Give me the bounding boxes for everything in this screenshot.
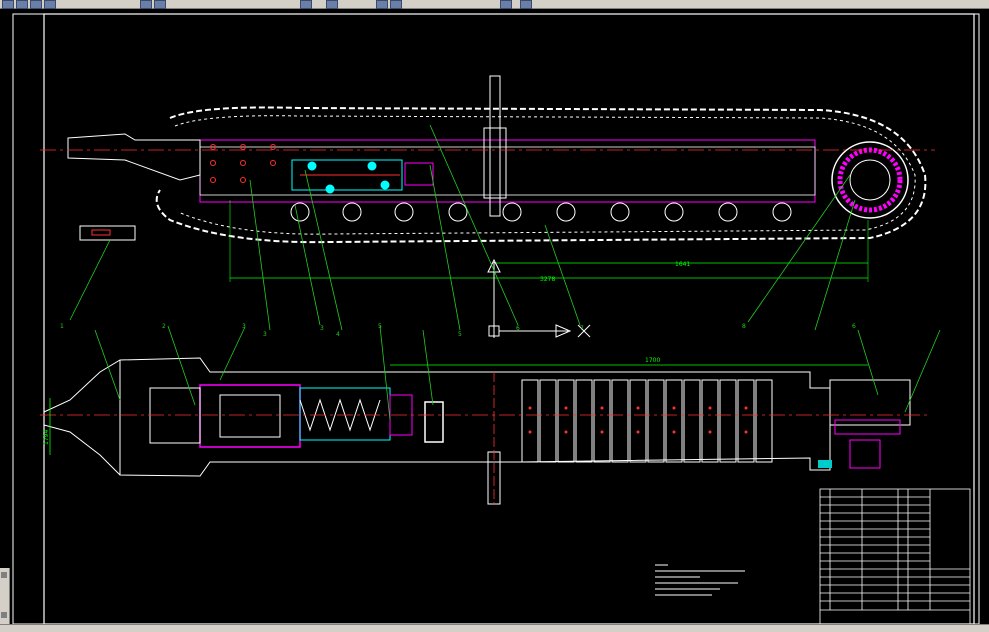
print-icon[interactable] <box>44 0 56 9</box>
properties-icon[interactable] <box>390 0 402 9</box>
svg-text:5: 5 <box>378 323 382 330</box>
section-view: 1700 1794 2 3 5 6 <box>40 323 941 505</box>
pan-icon[interactable] <box>326 0 338 9</box>
redo-icon[interactable] <box>154 0 166 9</box>
svg-text:7: 7 <box>580 325 584 332</box>
undo-icon[interactable] <box>140 0 152 9</box>
title-block <box>819 488 971 625</box>
spring <box>299 398 381 432</box>
layer-icon[interactable] <box>376 0 388 9</box>
dim-label-overall: 3278 <box>540 276 555 283</box>
callout-labels-top: 1 3 3 4 5 6 7 8 <box>60 323 746 338</box>
vertical-scrollbar[interactable] <box>0 568 10 624</box>
scroll-up-icon[interactable] <box>1 572 7 578</box>
svg-text:3: 3 <box>263 331 267 338</box>
leader-lines-front <box>94 325 941 421</box>
inner-border <box>43 13 975 625</box>
svg-text:1: 1 <box>60 323 64 330</box>
track-chain-inner <box>174 115 916 235</box>
cad-canvas[interactable]: 1641 3278 1 3 3 4 5 6 7 <box>0 9 989 631</box>
section-outline <box>43 357 831 477</box>
callout-labels-front: 2 3 5 6 <box>162 323 856 330</box>
drive-motor <box>829 379 911 426</box>
dim-label-track-span: 1641 <box>675 261 690 268</box>
tension-block <box>79 225 136 241</box>
tension-cylinder <box>291 159 403 194</box>
technical-notes <box>655 564 745 596</box>
crawler-track-view: 1641 3278 1 3 3 4 5 6 7 <box>40 75 935 338</box>
drive-sprocket <box>831 141 909 219</box>
save-icon[interactable] <box>30 0 42 9</box>
zoom-icon[interactable] <box>300 0 312 9</box>
track-chain <box>155 106 927 244</box>
sprocket-ring <box>837 147 903 213</box>
front-shaft <box>67 133 201 181</box>
svg-text:4: 4 <box>336 331 340 338</box>
cylinder-housing <box>199 384 301 448</box>
svg-text:5: 5 <box>458 331 462 338</box>
grid-icon[interactable] <box>520 0 532 9</box>
indicator-block <box>818 460 832 468</box>
plate-bolts <box>528 406 748 434</box>
leader-lines-top <box>69 124 856 331</box>
svg-text:6: 6 <box>852 323 856 330</box>
open-icon[interactable] <box>16 0 28 9</box>
svg-text:3: 3 <box>320 325 324 332</box>
ucs-cursor <box>487 258 591 338</box>
svg-text:3: 3 <box>242 323 246 330</box>
dim-label-rear-width: 1700 <box>645 357 660 364</box>
dim-label-front-height: 1794 <box>43 430 50 445</box>
svg-text:6: 6 <box>516 325 520 332</box>
outer-border <box>12 13 980 625</box>
status-bar <box>0 624 989 632</box>
toolbar <box>0 0 989 9</box>
track-plates <box>521 379 773 463</box>
mast <box>489 75 501 217</box>
svg-text:8: 8 <box>742 323 746 330</box>
snap-icon[interactable] <box>500 0 512 9</box>
file-icon[interactable] <box>2 0 14 9</box>
nut-assembly <box>424 401 444 443</box>
assembly-drawing: 1641 3278 1 3 3 4 5 6 7 <box>12 13 980 625</box>
scroll-down-icon[interactable] <box>1 612 7 618</box>
bolt-holes <box>210 144 276 183</box>
bottom-rollers <box>290 202 792 222</box>
svg-text:2: 2 <box>162 323 166 330</box>
